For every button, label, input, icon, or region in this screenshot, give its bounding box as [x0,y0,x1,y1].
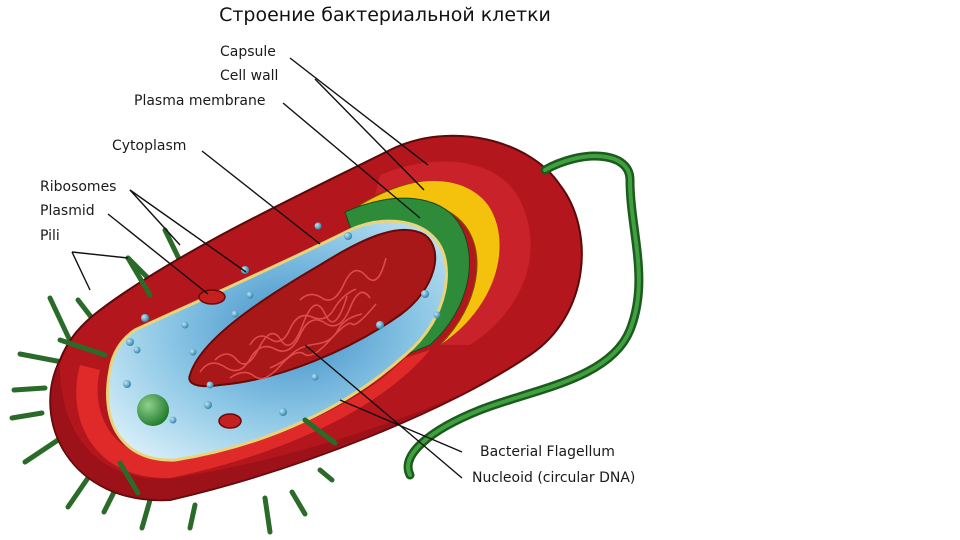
pili [9,227,335,535]
label-cytoplasm: Cytoplasm [112,138,187,154]
label-ribosomes: Ribosomes [40,179,117,195]
label-capsule: Capsule [220,44,276,60]
ribosomes [123,222,441,424]
diagram-title: Строение бактериальной клетки [219,4,551,26]
storage-granule [137,394,169,426]
nucleoid-dna [188,228,437,388]
label-cell-wall: Cell wall [220,68,279,84]
plasmid [198,289,242,429]
leader-lines [71,57,463,479]
label-flagellum: Bacterial Flagellum [480,444,615,460]
label-nucleoid: Nucleoid (circular DNA) [472,470,636,486]
pili-front [57,255,338,496]
label-pili: Pili [40,228,60,244]
label-plasmid: Plasmid [40,203,95,219]
label-plasma-membrane: Plasma membrane [134,93,266,109]
